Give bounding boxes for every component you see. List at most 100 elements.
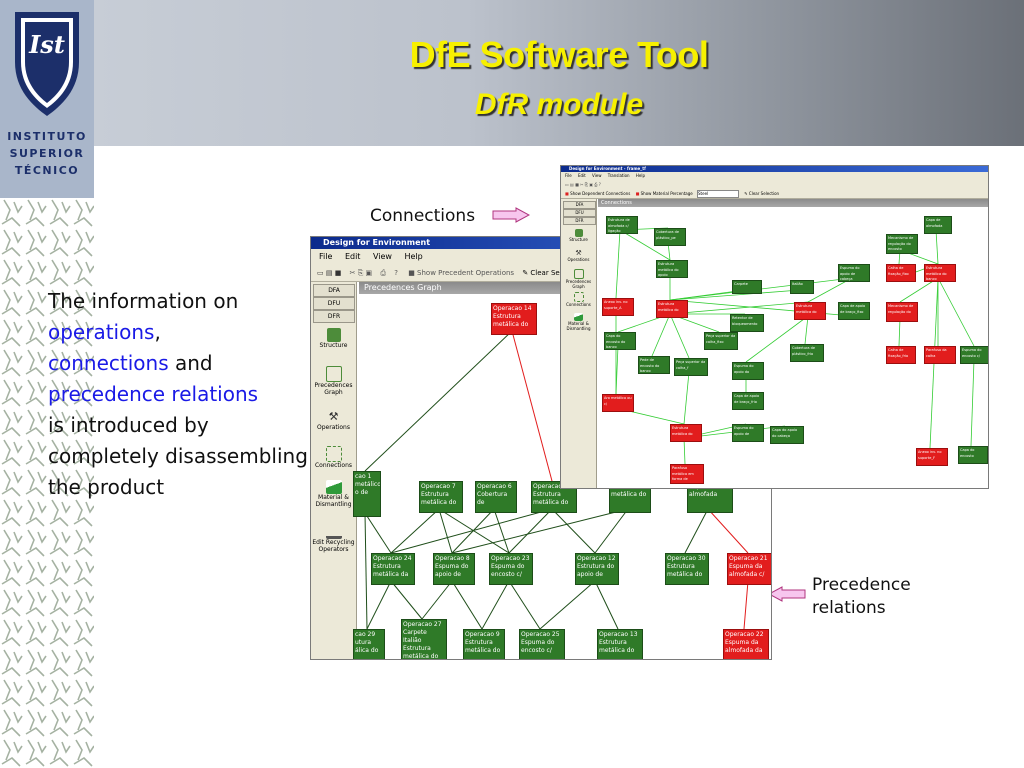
precedence-node-title: Operacao 7 — [421, 483, 456, 490]
sidebar-item-edit-recycling[interactable]: Edit Recycling Operators — [311, 522, 356, 553]
cut-icon[interactable]: ✂ — [349, 269, 356, 277]
checkbox-icon[interactable]: ■ — [565, 191, 569, 196]
connection-node[interactable]: Peça superior da calha_f — [674, 358, 708, 376]
show-material-label[interactable]: Show Material Percentage — [640, 191, 693, 196]
menu-file[interactable]: File — [565, 173, 572, 178]
material-select[interactable]: Steel — [697, 190, 740, 198]
connection-node[interactable]: Aro metálico ou c/ — [602, 394, 634, 412]
tab-dfr[interactable]: DFR — [563, 217, 596, 225]
menu-view[interactable]: View — [372, 252, 392, 261]
connection-node[interactable]: Estrutura metálica do — [794, 302, 826, 320]
connection-node[interactable]: Italião — [790, 280, 814, 294]
connection-node[interactable]: Carpete — [732, 280, 762, 294]
connection-node[interactable]: Espuma do encosto c/ — [960, 346, 988, 364]
connection-node[interactable]: Espuma do apoio de — [732, 424, 764, 442]
sidebar-item-operations[interactable]: ⚒ Operations — [311, 410, 356, 431]
keyword-precedence-relations: precedence relations — [48, 382, 259, 406]
tab-dfa[interactable]: DFA — [563, 201, 596, 209]
connection-node[interactable]: Espuma do apoio de cabeça — [838, 264, 870, 282]
connection-node[interactable]: Anexo inv. no suporte_F — [916, 448, 948, 466]
tab-dfr[interactable]: DFR — [313, 310, 355, 323]
help-icon[interactable]: ? — [394, 269, 398, 277]
connection-node[interactable]: Estrutura metálica do apoio — [656, 260, 688, 278]
connection-node[interactable]: Estrutura metálica do — [656, 300, 688, 318]
sidebar-item-connections[interactable]: Connections — [311, 446, 356, 469]
sidebar-item-connections[interactable]: Connections — [561, 292, 596, 307]
connection-node[interactable]: Capa de apoio de braço_fixo — [838, 302, 870, 320]
clear-selection-label: Clear Se — [530, 269, 560, 277]
menu-edit[interactable]: Edit — [577, 173, 586, 178]
show-precedent-label[interactable]: Show Precedent Operations — [417, 269, 515, 277]
connection-node[interactable]: Capa do encosto — [958, 446, 988, 464]
sidebar-item-material-dismantling[interactable]: Material & Dismantling — [311, 480, 356, 508]
menu-view[interactable]: View — [592, 173, 602, 178]
new-icon[interactable]: ▭ — [317, 269, 324, 277]
connection-node[interactable]: Estrutura de almofada c/ ligação — [606, 216, 638, 234]
menu-help[interactable]: Help — [404, 252, 423, 261]
menu-edit[interactable]: Edit — [344, 252, 361, 261]
show-dependent-label[interactable]: Show Dependent Connections — [570, 191, 631, 196]
sidebar-item-structure[interactable]: Structure — [561, 229, 596, 242]
connection-node[interactable]: Peça superior da calha_fixo — [704, 332, 738, 350]
connection-node[interactable]: Pede de encosto do banco — [638, 356, 670, 374]
tab-dfu[interactable]: DFU — [313, 297, 355, 310]
connection-node[interactable]: Cobertura de plástico_pe — [654, 228, 686, 246]
connection-node[interactable]: Parafuso da calha — [924, 346, 956, 364]
sidebar-item-operations[interactable]: ⚒ Operations — [561, 249, 596, 262]
print-icon[interactable]: ⎙ — [380, 269, 386, 277]
menu-translation[interactable]: Translation — [607, 173, 630, 178]
clear-selection-button[interactable]: ✎ Clear Selection — [744, 191, 780, 196]
paste-icon[interactable]: ▣ — [365, 269, 373, 277]
connection-node[interactable]: Mecanismo de regulação do — [886, 302, 918, 322]
sidebar-item-structure[interactable]: Structure — [311, 328, 356, 349]
sidebar-item-material-dismantling[interactable]: Material & Dismantling — [561, 313, 596, 331]
connection-node[interactable]: Capa de apoio de braço_frio — [732, 392, 764, 410]
connection-node[interactable]: Calha de fixação_fixo — [886, 264, 916, 282]
clear-selection-button[interactable]: ✎ Clear Se — [522, 269, 560, 277]
open-icon[interactable]: ▤ — [325, 269, 333, 277]
connection-node[interactable]: Capa do apoio do cabeça — [770, 426, 804, 444]
sidebar-item-precedences-graph[interactable]: Precedences Graph — [561, 269, 596, 289]
checkbox-icon[interactable]: ■ — [635, 191, 640, 196]
tab-dfa[interactable]: DFA — [313, 284, 355, 297]
connection-node[interactable]: Capa do encosto do banco — [604, 332, 636, 350]
menu-file[interactable]: File — [319, 252, 333, 261]
connection-node[interactable]: Retentor de bloqueamento — [730, 314, 764, 332]
connection-node[interactable]: Cobertura de plástico_frio — [790, 344, 824, 362]
connection-node[interactable]: Anexo inv. no suporte_A — [602, 298, 634, 316]
connection-node[interactable]: Espuma do apoio do — [732, 362, 764, 380]
checkbox-icon[interactable]: ■ — [408, 269, 415, 277]
connection-node[interactable]: Mecanismo de regulação do encosto — [886, 234, 918, 254]
connection-node[interactable]: Parafuso metálico em forma de — [670, 464, 704, 484]
precedence-node-label: Estrutura metálica do — [493, 313, 529, 328]
connection-edge — [669, 289, 801, 301]
toolbar-icons[interactable]: ▭ ▤ ■ ✂ ⎘ ▣ ⎙ ? — [565, 182, 601, 187]
menu-help[interactable]: Help — [635, 173, 645, 178]
connection-node[interactable]: Capa de almofada — [924, 216, 952, 234]
connection-node[interactable]: Estrutura metálica do — [670, 424, 702, 442]
sidebar-item-precedences-graph[interactable]: Precedences Graph — [311, 366, 356, 396]
save-icon[interactable]: ■ — [334, 269, 342, 277]
tab-dfu[interactable]: DFU — [563, 209, 596, 217]
copy-icon[interactable]: ⎘ — [357, 269, 364, 277]
connection-node[interactable]: Calha de fixação_frio — [886, 346, 916, 364]
connection-node[interactable]: Estrutura metálica do banco — [924, 264, 956, 282]
